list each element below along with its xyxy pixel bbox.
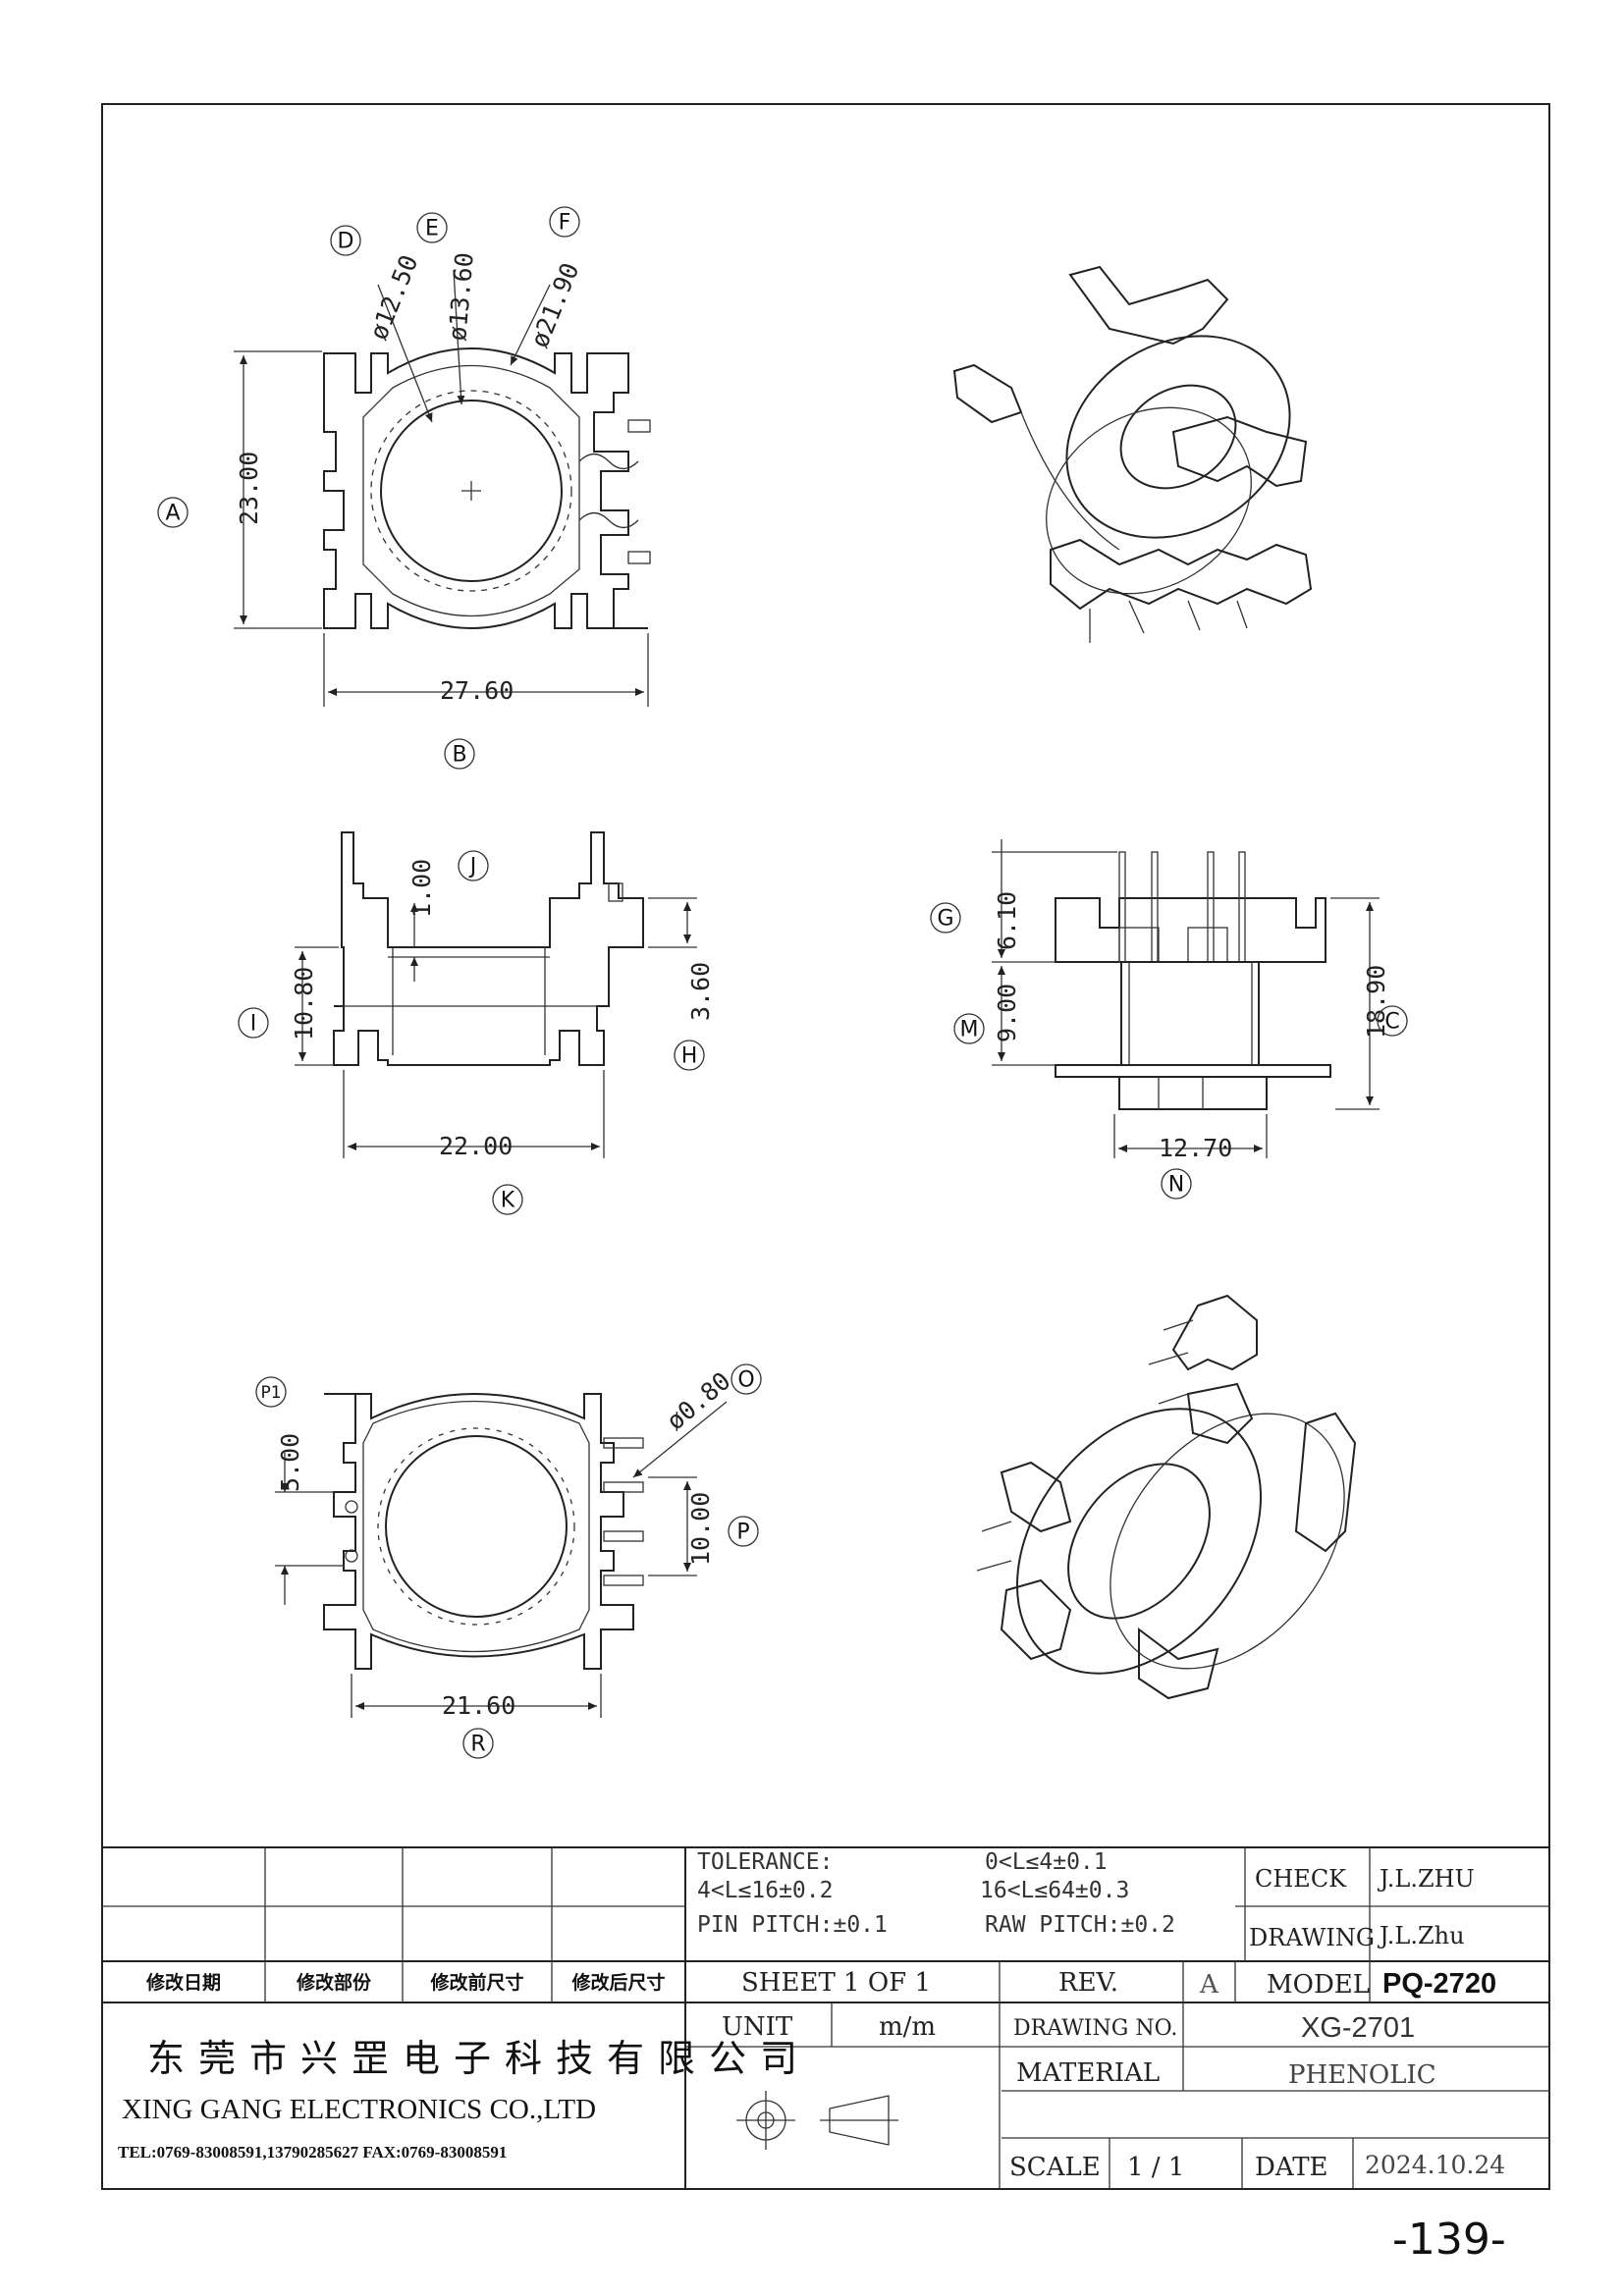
label-n: N [1161,1168,1192,1200]
svg-text:P: P [736,1521,749,1545]
title-block [102,1846,1549,2189]
tolerance-range-3: 16<L≤64±0.3 [980,1878,1129,1903]
bottom-view [275,1393,728,1718]
rev-value: A [1199,1970,1219,2000]
raw-pitch: RAW PITCH:±0.2 [985,1912,1175,1938]
svg-text:O: O [737,1368,754,1393]
label-p1: P1 [255,1376,287,1408]
label-r: R [462,1728,494,1759]
dim-e: ø13.60 [443,251,479,342]
svg-text:B: B [452,743,466,768]
svg-text:M: M [960,1018,979,1042]
page-number: -139- [1392,2215,1506,2265]
dim-n: 12.70 [1159,1134,1232,1162]
svg-text:H: H [681,1044,698,1069]
label-i: I [238,1007,269,1039]
company-contact: TEL:0769-83008591,13790285627 FAX:0769-8… [118,2143,507,2162]
model-label: MODEL [1267,1970,1370,2000]
dim-p1: 5.00 [276,1433,304,1492]
company-name-cn: 东莞市兴罡电子科技有限公司 [147,2037,811,2080]
rev-header-part: 修改部份 [296,1971,372,1994]
label-p: P [728,1516,759,1547]
label-d: D [330,225,361,256]
label-h: H [674,1040,705,1071]
material-label: MATERIAL [1016,2058,1160,2088]
sheet-border [101,103,1550,2190]
drawing-no-value: XG-2701 [1301,2012,1415,2044]
rev-label: REV. [1058,1968,1118,1998]
date-label: DATE [1255,2153,1328,2182]
unit-value: m/m [879,2012,936,2042]
dim-c: 18.90 [1362,965,1390,1039]
rev-header-before: 修改前尺寸 [429,1971,523,1994]
side-view [295,831,697,1158]
check-value: J.L.ZHU [1377,1865,1475,1893]
isometric-view-bottom [976,1294,1357,1700]
dim-k: 22.00 [439,1132,513,1160]
dim-m: 9.00 [993,984,1021,1042]
svg-text:D: D [338,230,354,254]
check-label: CHECK [1255,1865,1347,1893]
front-view [992,839,1380,1158]
dim-a: 23.00 [235,452,263,525]
tolerance-range-2: 4<L≤16±0.2 [697,1878,833,1903]
dim-b: 27.60 [440,676,514,705]
dim-d: ø12.50 [364,251,424,345]
dim-i: 10.80 [290,967,318,1041]
svg-text:N: N [1168,1173,1184,1198]
tolerance-range-1: 0<L≤4±0.1 [985,1849,1108,1875]
svg-text:A: A [165,502,180,526]
label-a: A [157,497,189,528]
dim-f: ø21.90 [525,259,585,352]
svg-text:G: G [937,907,953,932]
scale-value: 1 / 1 [1127,2153,1184,2182]
date-value: 2024.10.24 [1365,2151,1505,2179]
drawing-label: DRAWING [1249,1924,1375,1951]
svg-text:I: I [250,1012,257,1037]
label-b: B [444,738,475,770]
dim-h: 3.60 [686,962,715,1021]
label-c: C [1377,1005,1408,1037]
label-k: K [492,1184,523,1215]
svg-text:K: K [501,1189,515,1213]
label-m: M [953,1013,985,1044]
label-g: G [930,902,961,934]
sheet-number: SHEET 1 OF 1 [741,1968,931,1998]
label-e: E [416,212,448,243]
svg-text:J: J [468,855,477,880]
rev-header-date: 修改日期 [145,1971,221,1994]
top-view [234,269,651,707]
material-value: PHENOLIC [1288,2060,1436,2090]
svg-text:F: F [559,211,571,236]
svg-text:E: E [425,217,439,241]
dim-r: 21.60 [442,1691,515,1720]
unit-label: UNIT [722,2012,793,2042]
rev-header-after: 修改后尺寸 [570,1971,665,1994]
label-f: F [549,206,580,238]
company-name-en: XING GANG ELECTRONICS CO.,LTD [122,2094,596,2125]
label-j: J [458,850,489,881]
scale-label: SCALE [1009,2153,1101,2182]
drawing-no-label: DRAWING NO. [1013,2016,1177,2041]
model-value: PQ-2720 [1382,1968,1496,2000]
svg-text:R: R [470,1733,485,1757]
label-o: O [731,1363,762,1395]
isometric-view-top [952,265,1313,643]
dim-g: 6.10 [993,891,1021,950]
dim-p: 10.00 [686,1492,715,1566]
dim-j: 1.00 [407,859,436,918]
tolerance-label: TOLERANCE: [697,1849,833,1875]
drawing-value: J.L.Zhu [1377,1922,1465,1949]
svg-text:C: C [1384,1010,1399,1035]
pin-pitch: PIN PITCH:±0.1 [697,1912,888,1938]
svg-text:P1: P1 [260,1383,281,1403]
